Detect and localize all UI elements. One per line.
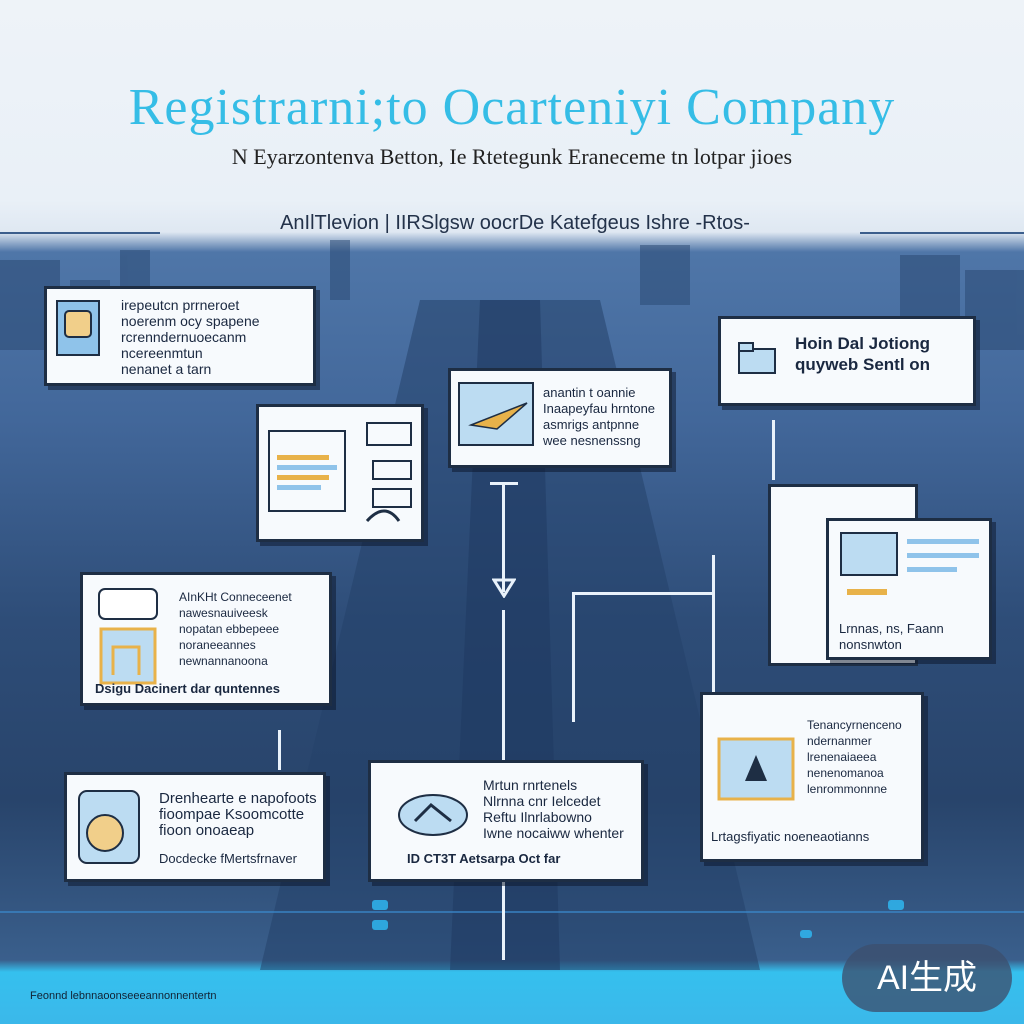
connector-vertical-top xyxy=(502,482,505,592)
airplane-icon xyxy=(458,382,534,446)
card-training-footer: Lrtagsfiyatic noeneaotianns xyxy=(711,829,870,844)
card-onboarding-title: Hoin Dal Jotiong quyweb Sentl on xyxy=(795,334,931,374)
connector-drop-right xyxy=(712,555,715,695)
coin-icon xyxy=(78,790,140,864)
connector-right-top xyxy=(772,420,775,480)
card-review: Mrtun rnrtenels Nlrnna cnr Ielcedet Reft… xyxy=(368,760,644,882)
card-documents-footer: Dsigu Dacinert dar quntennes xyxy=(95,681,280,696)
card-verification: Drenhearte e napofoots fioompae Ksoomcot… xyxy=(64,772,326,882)
approval-icon xyxy=(398,794,468,836)
card-onboarding: Hoin Dal Jotiong quyweb Sentl on xyxy=(718,316,976,406)
header: Registrarni;to Ocarteniyi Company N Eyar… xyxy=(0,0,1024,240)
card-review-footer: ID CT3T Aetsarpa Oct far xyxy=(407,851,561,866)
page-title: Registrarni;to Ocarteniyi Company xyxy=(128,79,896,136)
connector-cap xyxy=(490,482,518,485)
document-icon xyxy=(98,588,158,685)
card-identity: irepeutcn prrneroet noerenm ocy spapene … xyxy=(44,286,316,386)
arrow-down-icon xyxy=(492,578,516,598)
divider-right xyxy=(860,232,1024,234)
divider-left xyxy=(0,232,160,234)
card-verification-footer: Docdecke fMertsfrnaver xyxy=(159,851,297,866)
card-verification-text: Drenhearte e napofoots fioompae Ksoomcot… xyxy=(159,790,317,839)
easel-icon xyxy=(717,737,795,801)
card-review-text: Mrtun rnrtenels Nlrnna cnr Ielcedet Reft… xyxy=(483,777,624,841)
page-subtitle: N Eyarzontenva Betton, Ie Rtetegunk Eran… xyxy=(231,144,793,169)
folder-icon xyxy=(738,342,776,374)
card-form xyxy=(256,404,424,542)
card-documents: AInKHt Conneceenet nawesnauiveesk nopata… xyxy=(80,572,332,706)
footer-bar: Feonnd lebnnaoonseeeannonnentertn xyxy=(0,972,1024,1024)
card-training-text: Tenancyrnenceno ndernanmer lrenenaiaeea … xyxy=(807,718,902,796)
monitor-icon xyxy=(840,532,979,595)
connector-drop-left xyxy=(572,592,575,722)
footer-text: Feonnd lebnnaoonseeeannonnentertn xyxy=(30,990,217,1002)
tagline: AnIlTlevion | IIRSlgsw oocrDe Katefgeus … xyxy=(280,212,750,234)
card-screen-text: Lrnnas, ns, Faann nonsnwton xyxy=(839,621,944,652)
card-training: Tenancyrnenceno ndernanmer lrenenaiaeea … xyxy=(700,692,924,862)
connector-left xyxy=(278,730,281,770)
card-screen: Lrnnas, ns, Faann nonsnwton xyxy=(826,518,992,660)
form-icon xyxy=(268,422,412,523)
connector-horizontal xyxy=(572,592,712,595)
card-flight: anantin t oannie Inaapeyfau hrntone asmr… xyxy=(448,368,672,468)
id-badge-icon xyxy=(56,300,100,356)
ai-generated-badge: AI生成 xyxy=(842,944,1012,1012)
card-flight-text: anantin t oannie Inaapeyfau hrntone asmr… xyxy=(543,385,656,448)
card-identity-text: irepeutcn prrneroet noerenm ocy spapene … xyxy=(121,297,260,377)
card-documents-text: AInKHt Conneceenet nawesnauiveesk nopata… xyxy=(179,590,292,668)
